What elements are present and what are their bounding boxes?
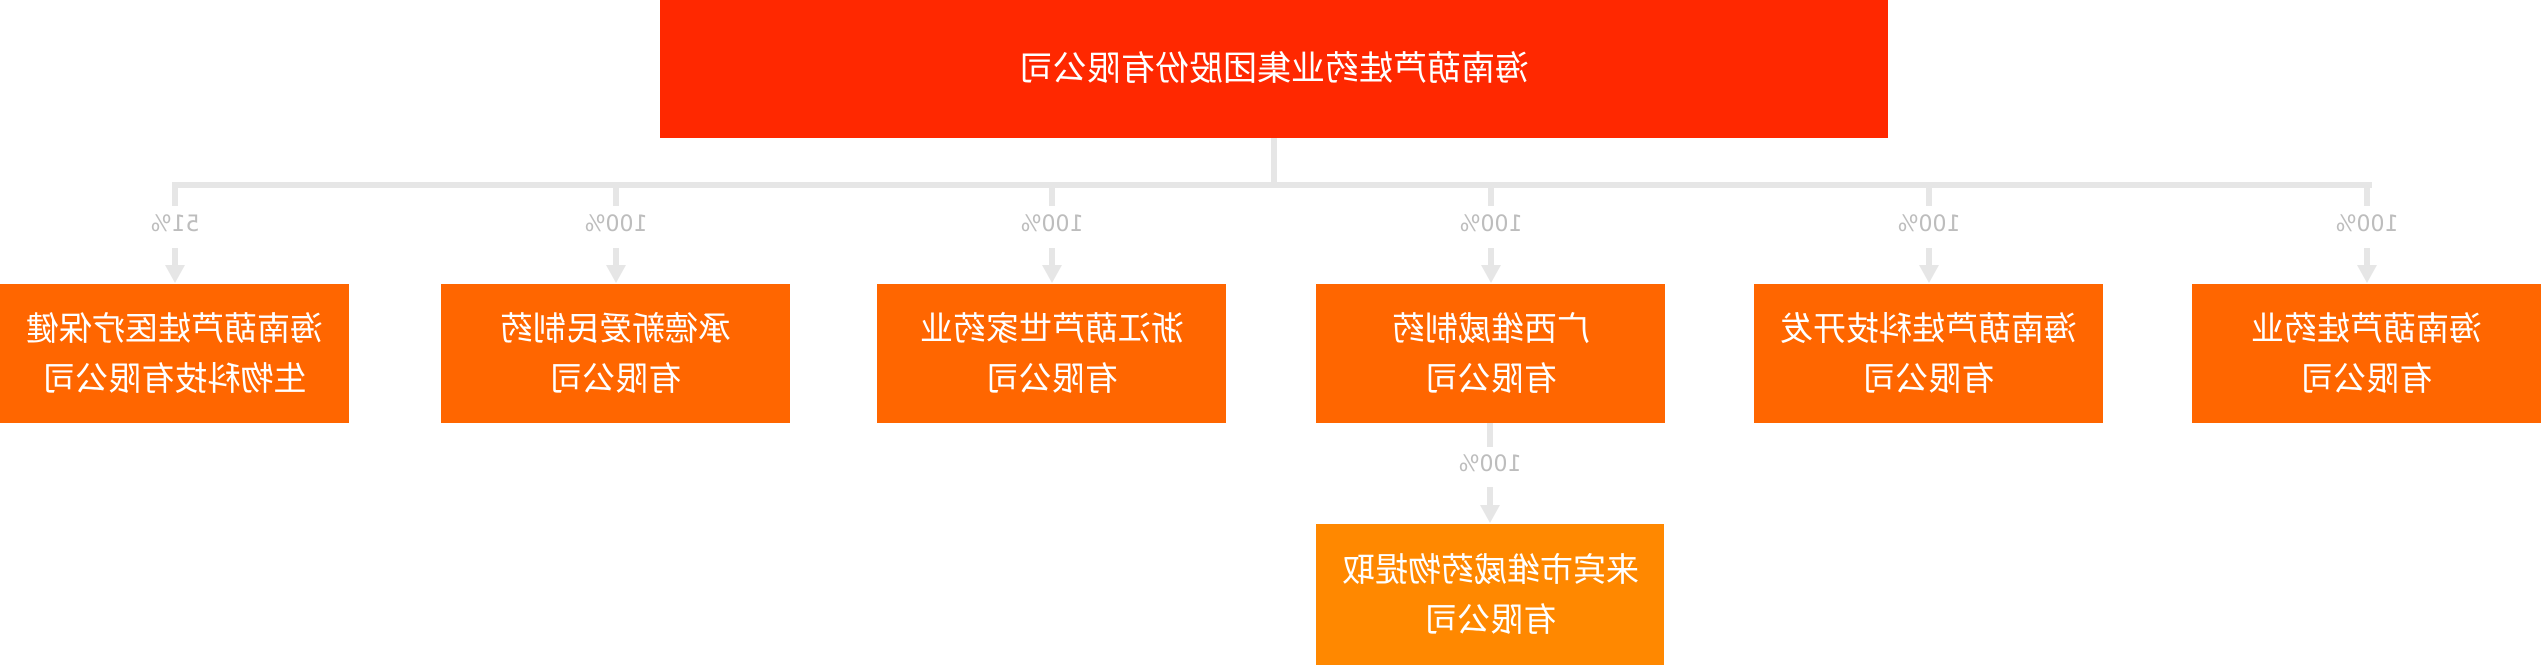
child-connector-stem [1926, 182, 1932, 206]
arrow-down-icon [1919, 265, 1939, 283]
child-connector-stem [2364, 182, 2370, 206]
grandchild-connector [1487, 423, 1493, 447]
subsidiary-line2: 生物科技有限公司 [42, 358, 307, 398]
subsidiary-line1: 海南葫芦娃药业 [2251, 308, 2482, 348]
grandchild-company-name: 来宾市维威药物提取 有限公司 [1342, 545, 1639, 645]
subsidiary-line2: 有限公司 [2300, 358, 2433, 398]
child-connector-stem [613, 182, 619, 206]
grandchild-share-label: 100% [1458, 452, 1522, 477]
subsidiary-box: 广西维威制药 有限公司 [1316, 284, 1665, 423]
root-connector [1271, 138, 1277, 188]
child-connector-stem [1049, 182, 1055, 206]
child-connector-stem [1488, 182, 1494, 206]
subsidiary-line2: 有限公司 [1862, 358, 1995, 398]
subsidiary-name: 浙江葫芦世家药业 有限公司 [920, 304, 1184, 404]
share-label: 51% [150, 212, 200, 237]
subsidiary-name: 海南葫芦娃科技开发 有限公司 [1780, 304, 2077, 404]
subsidiary-name: 海南葫芦娃药业 有限公司 [2251, 304, 2482, 404]
arrow-down-icon [606, 265, 626, 283]
child-connector-stem [172, 182, 178, 206]
child-arrow-stem [1926, 248, 1932, 268]
child-arrow-stem [613, 248, 619, 268]
grandchild-company-box: 来宾市维威药物提取 有限公司 [1316, 524, 1664, 665]
grandchild-line2: 有限公司 [1424, 599, 1556, 639]
share-label: 100% [1897, 212, 1961, 237]
child-arrow-stem [172, 248, 178, 268]
subsidiary-name: 广西维威制药 有限公司 [1392, 304, 1590, 404]
arrow-down-icon [165, 265, 185, 283]
subsidiary-line1: 浙江葫芦世家药业 [919, 308, 1184, 348]
grandchild-arrow-stem [1487, 487, 1493, 507]
grandchild-arrow-icon [1480, 505, 1500, 523]
share-label: 100% [2335, 212, 2399, 237]
subsidiary-name: 海南葫芦娃医疗保健 生物科技有限公司 [26, 304, 323, 404]
subsidiary-box: 承德新爱民制药 有限公司 [441, 284, 790, 423]
subsidiary-box: 海南葫芦娃药业 有限公司 [2192, 284, 2541, 423]
subsidiary-line1: 海南葫芦娃科技开发 [1780, 308, 2077, 348]
root-company-name: 海南葫芦娃药业集团股份有限公司 [1019, 49, 1529, 89]
subsidiary-name: 承德新爱民制药 有限公司 [500, 304, 731, 404]
child-arrow-stem [1049, 248, 1055, 268]
share-label: 100% [1020, 212, 1084, 237]
subsidiary-line1: 海南葫芦娃医疗保健 [26, 308, 323, 348]
arrow-down-icon [2357, 265, 2377, 283]
grandchild-line1: 来宾市维威药物提取 [1341, 549, 1639, 589]
subsidiary-line1: 承德新爱民制药 [500, 308, 731, 348]
child-arrow-stem [2364, 248, 2370, 268]
subsidiary-line2: 有限公司 [549, 358, 682, 398]
subsidiary-line1: 广西维威制药 [1391, 308, 1590, 348]
subsidiary-line2: 有限公司 [1424, 358, 1557, 398]
subsidiary-box: 海南葫芦娃医疗保健 生物科技有限公司 [0, 284, 349, 423]
share-label: 100% [584, 212, 648, 237]
child-arrow-stem [1488, 248, 1494, 268]
share-label: 100% [1459, 212, 1523, 237]
root-company-box: 海南葫芦娃药业集团股份有限公司 [660, 0, 1888, 138]
subsidiary-line2: 有限公司 [985, 358, 1118, 398]
arrow-down-icon [1481, 265, 1501, 283]
arrow-down-icon [1042, 265, 1062, 283]
horizontal-connector [172, 182, 2372, 188]
subsidiary-box: 海南葫芦娃科技开发 有限公司 [1754, 284, 2103, 423]
subsidiary-box: 浙江葫芦世家药业 有限公司 [877, 284, 1226, 423]
